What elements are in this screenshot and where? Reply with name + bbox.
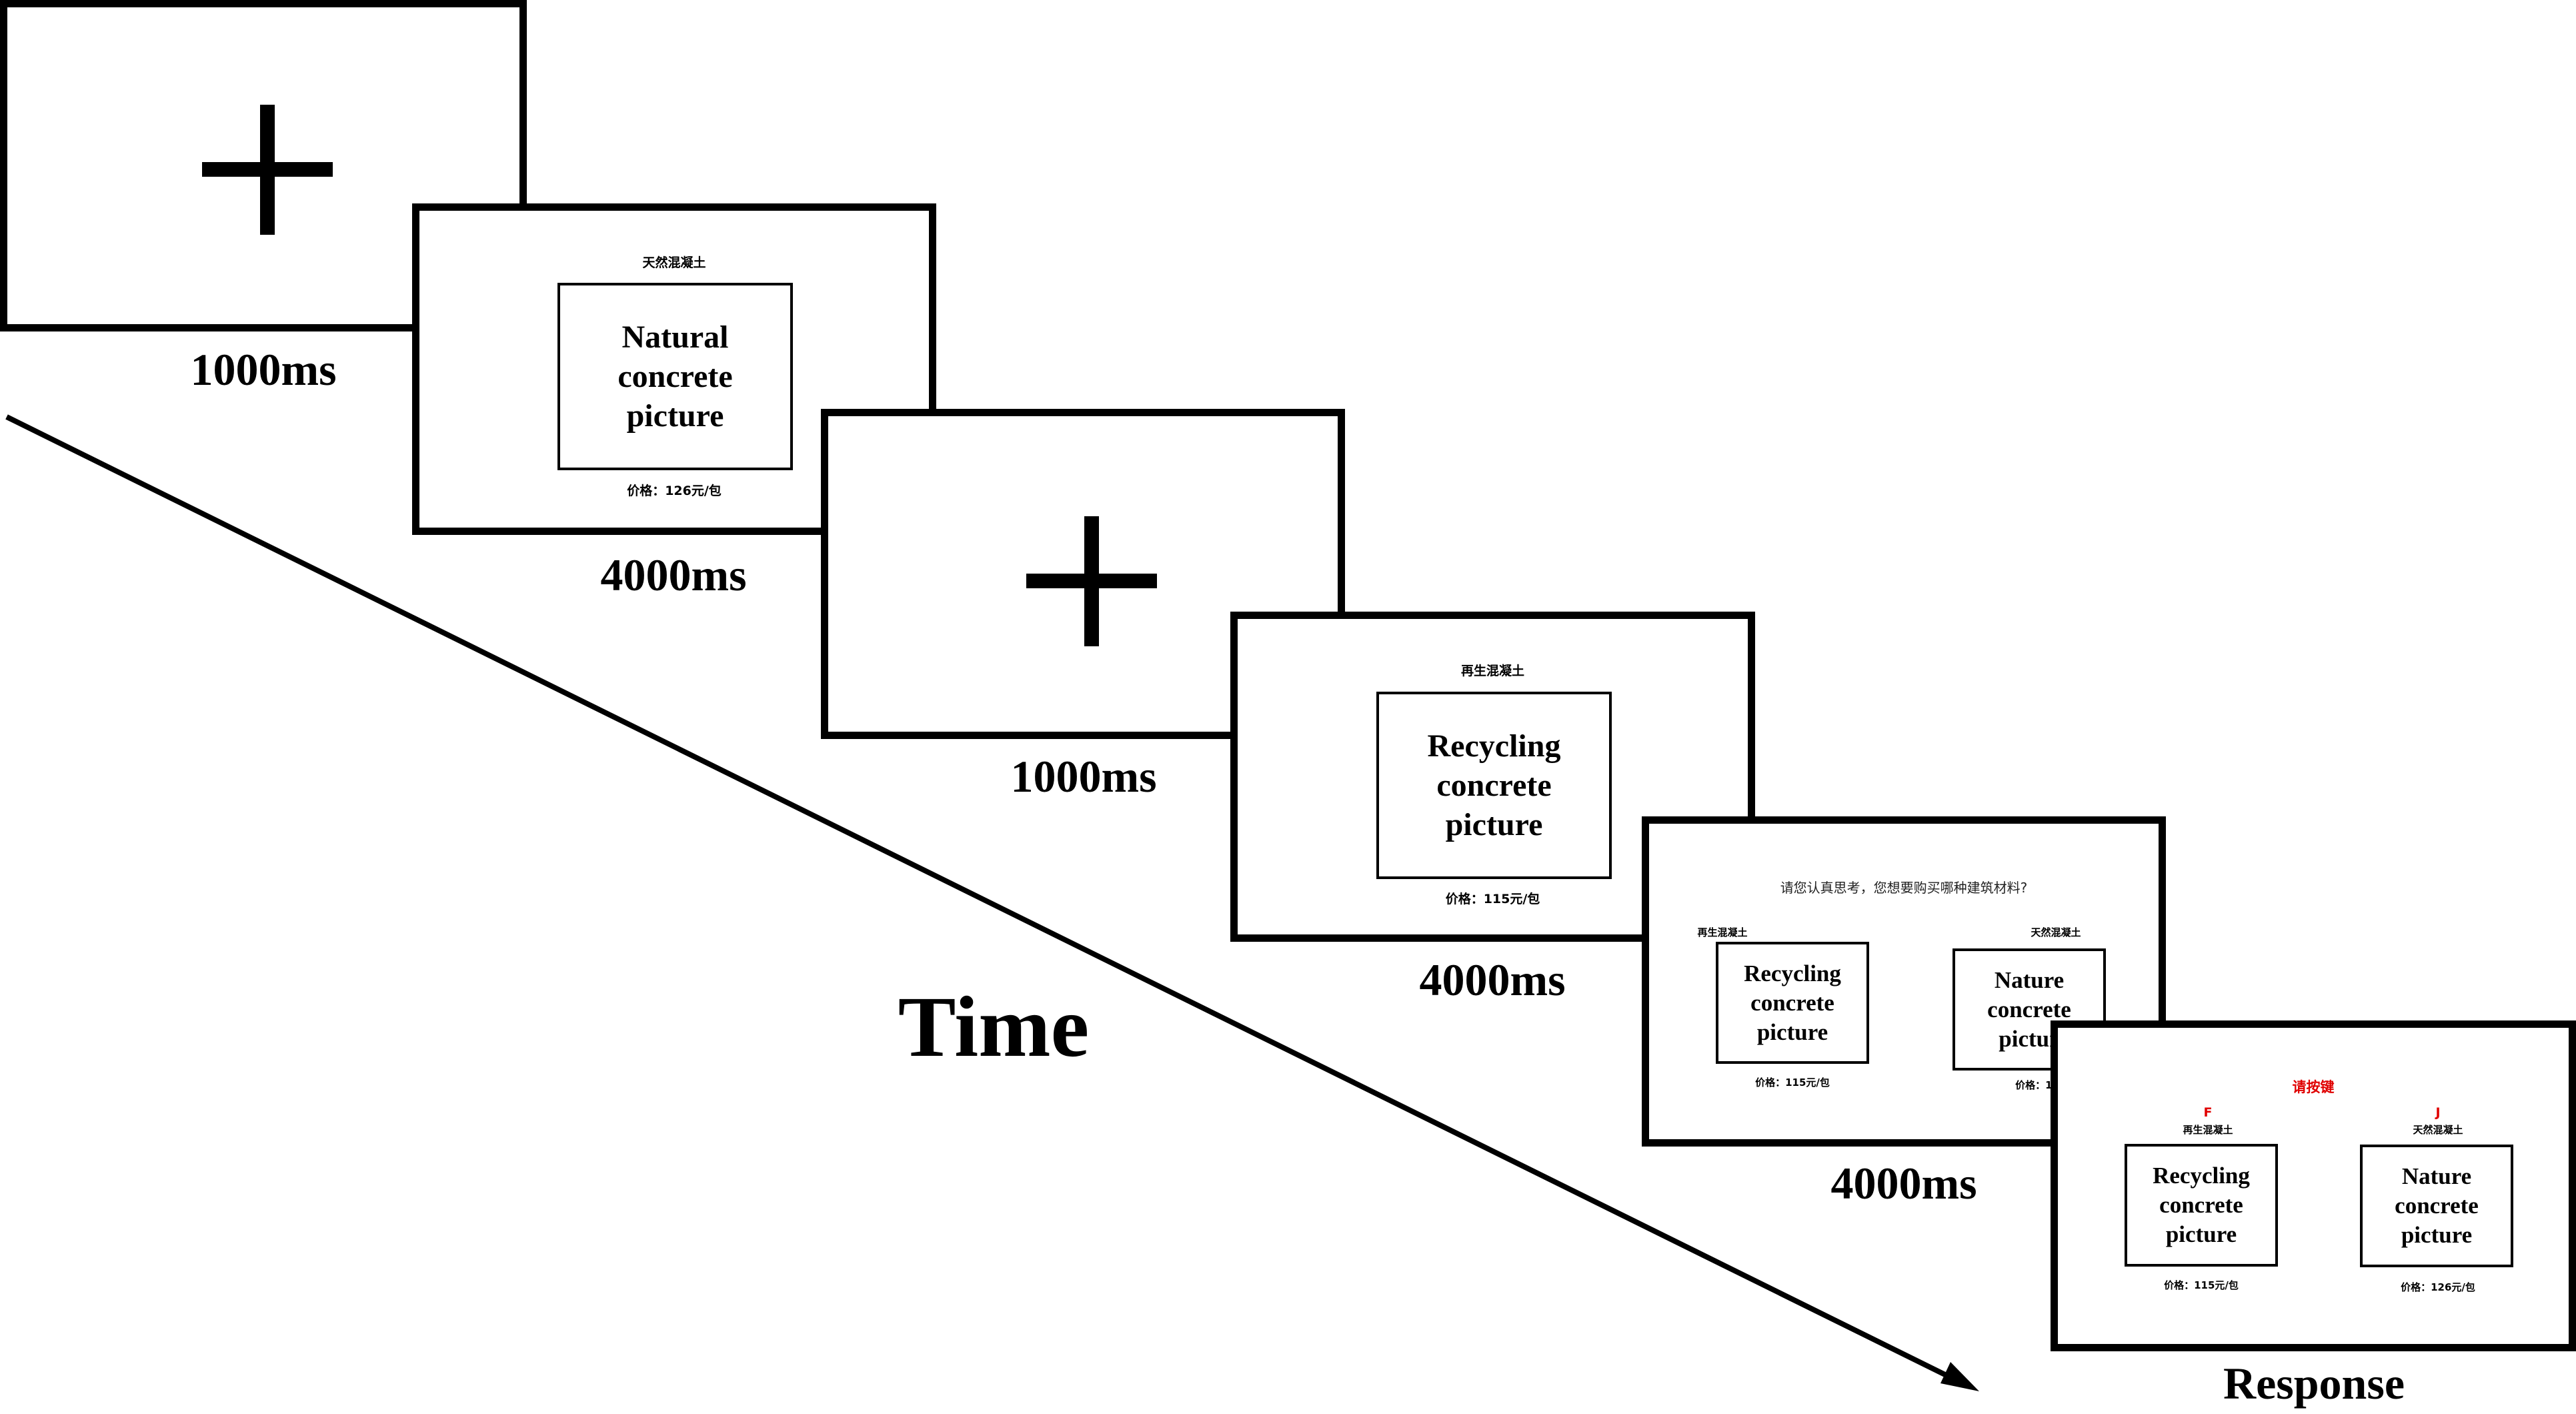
screen6-left-picture-line1: Recycling (2153, 1163, 2250, 1189)
screen5-right-picture: Nature concrete pictur (1953, 948, 2106, 1071)
screen6-right-price: 价格：126元/包 (2401, 1281, 2475, 1293)
screen4-picture: Recycling concrete picture (1376, 692, 1612, 879)
screen2-picture-line3: picture (626, 398, 724, 434)
duration-label-4: 4000ms (1419, 954, 1566, 1005)
duration-label-1: 1000ms (190, 344, 337, 395)
screen4-price: 价格：115元/包 (1445, 892, 1540, 906)
response-label: Response (2223, 1358, 2405, 1409)
fixation-cross-v (1084, 516, 1099, 646)
screen5-right-picture-line2: concrete (1987, 996, 2071, 1022)
time-arrow-head (1941, 1362, 1979, 1391)
screen2-picture-line1: Natural (621, 319, 729, 355)
screen6-left-picture: Recycling concrete picture (2125, 1144, 2278, 1267)
screen4-title: 再生混凝土 (1460, 664, 1524, 678)
duration-label-3: 1000ms (1010, 751, 1157, 802)
duration-label-2: 4000ms (600, 550, 747, 600)
screen5-left-picture-line1: Recycling (1744, 960, 1841, 986)
screen2-picture: Natural concrete picture (557, 283, 793, 470)
screen2-picture-line2: concrete (617, 359, 733, 394)
screen6-right-picture-line2: concrete (2395, 1193, 2479, 1219)
screen5-left-picture-line2: concrete (1750, 989, 1834, 1016)
screen6-prompt: 请按键 (2292, 1079, 2335, 1095)
screen6-right-title: 天然混凝土 (2413, 1124, 2463, 1136)
screen5-left-price: 价格：115元/包 (1755, 1077, 1830, 1089)
screen6-right-picture-line1: Nature (2401, 1163, 2472, 1189)
time-arrow-line (5, 414, 1959, 1383)
screen6-left-picture-line3: picture (2165, 1221, 2237, 1247)
screen6-left-key: F (2203, 1105, 2213, 1120)
screen6-right-picture-line3: picture (2401, 1222, 2473, 1248)
screen2-title: 天然混凝土 (642, 255, 706, 270)
screen6-right-key: J (2435, 1105, 2441, 1120)
screen5-right-title: 天然混凝土 (2031, 926, 2081, 938)
screen6-left-title: 再生混凝土 (2183, 1124, 2233, 1136)
screen2-price: 价格：126元/包 (627, 484, 722, 498)
fixation-cross-v (260, 105, 275, 235)
screen6-left-price: 价格：115元/包 (2164, 1279, 2239, 1291)
screen-response: 请按键 F 再生混凝土 Recycling concrete picture 价… (2051, 1020, 2576, 1351)
screen5-left-picture-line3: picture (1756, 1018, 1828, 1045)
screen5-left-picture: Recycling concrete picture (1716, 942, 1869, 1064)
screen5-left-title: 再生混凝土 (1697, 926, 1748, 938)
screen5-right-picture-line1: Nature (1994, 966, 2065, 993)
screen6-left-picture-line2: concrete (2159, 1192, 2243, 1218)
screen4-picture-line1: Recycling (1427, 728, 1561, 764)
screen5-question: 请您认真思考，您想要购买哪种建筑材料? (1780, 880, 2028, 896)
screen4-picture-line2: concrete (1436, 768, 1552, 803)
screen4-picture-line3: picture (1445, 807, 1543, 842)
screen5-right-picture-line3: pictur (1999, 1025, 2060, 1052)
duration-label-5: 4000ms (1830, 1158, 1977, 1209)
time-label: Time (898, 979, 1090, 1075)
screen6-right-picture: Nature concrete picture (2360, 1145, 2513, 1267)
